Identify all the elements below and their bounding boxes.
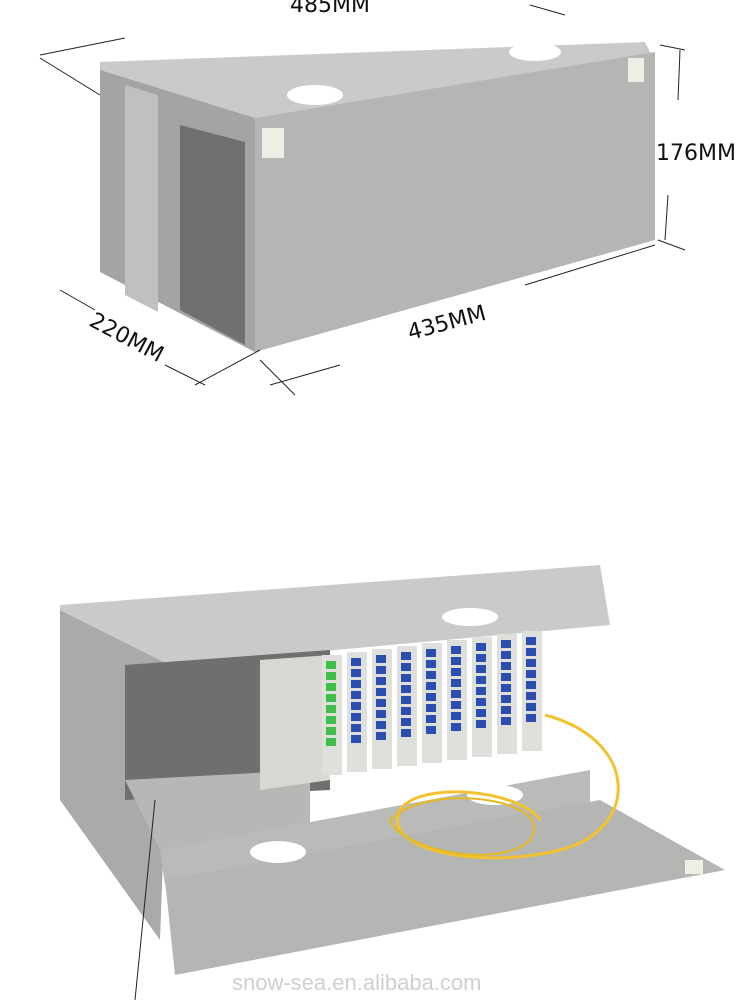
fiber-adapter bbox=[376, 688, 386, 696]
fiber-adapter bbox=[351, 658, 361, 666]
fiber-adapter bbox=[326, 672, 336, 680]
fiber-adapter bbox=[401, 718, 411, 726]
fiber-adapter bbox=[451, 657, 461, 665]
dimension-lines bbox=[39, 4, 686, 396]
adapter-panel bbox=[322, 631, 542, 775]
fiber-adapter bbox=[476, 698, 486, 706]
fiber-adapter bbox=[376, 666, 386, 674]
fiber-adapter bbox=[501, 717, 511, 725]
fiber-adapter bbox=[401, 663, 411, 671]
fiber-adapter bbox=[351, 669, 361, 677]
fiber-adapter bbox=[326, 716, 336, 724]
fiber-adapter bbox=[376, 732, 386, 740]
fiber-adapter bbox=[526, 692, 536, 700]
fiber-adapter bbox=[376, 677, 386, 685]
fiber-adapter bbox=[351, 691, 361, 699]
watermark: snow-sea.en.alibaba.com bbox=[232, 970, 481, 995]
fiber-adapter bbox=[476, 676, 486, 684]
fiber-adapter bbox=[526, 681, 536, 689]
height-dimension-label: 176MM bbox=[656, 141, 736, 166]
fiber-adapter bbox=[451, 668, 461, 676]
fiber-adapter bbox=[451, 701, 461, 709]
fiber-adapter bbox=[476, 643, 486, 651]
fiber-adapter bbox=[426, 671, 436, 679]
fiber-adapter bbox=[376, 655, 386, 663]
fiber-adapter bbox=[451, 723, 461, 731]
width-dimension-label: 485MM bbox=[290, 0, 370, 18]
fiber-adapter bbox=[326, 738, 336, 746]
fiber-adapter bbox=[326, 683, 336, 691]
fiber-adapter bbox=[526, 648, 536, 656]
fiber-adapter bbox=[351, 702, 361, 710]
fiber-adapter bbox=[376, 710, 386, 718]
fiber-adapter bbox=[401, 652, 411, 660]
fiber-adapter bbox=[501, 662, 511, 670]
fiber-adapter bbox=[401, 729, 411, 737]
fiber-adapter bbox=[351, 713, 361, 721]
fiber-adapter bbox=[501, 640, 511, 648]
fiber-adapter bbox=[526, 714, 536, 722]
fiber-adapter bbox=[426, 693, 436, 701]
fiber-adapter bbox=[451, 646, 461, 654]
fiber-adapter bbox=[326, 727, 336, 735]
depth-dimension-label: 220MM bbox=[85, 308, 167, 368]
fiber-adapter bbox=[501, 673, 511, 681]
fiber-adapter bbox=[451, 679, 461, 687]
fiber-adapter bbox=[426, 704, 436, 712]
fiber-adapter bbox=[476, 709, 486, 717]
fiber-adapter bbox=[326, 661, 336, 669]
fiber-adapter bbox=[526, 659, 536, 667]
fiber-adapter bbox=[326, 694, 336, 702]
fiber-adapter bbox=[526, 637, 536, 645]
fiber-adapter bbox=[376, 721, 386, 729]
fiber-adapter bbox=[476, 654, 486, 662]
fiber-adapter bbox=[476, 665, 486, 673]
fiber-adapter bbox=[451, 712, 461, 720]
fiber-adapter bbox=[526, 703, 536, 711]
fiber-adapter bbox=[351, 735, 361, 743]
fiber-adapter bbox=[401, 674, 411, 682]
fiber-adapter bbox=[401, 707, 411, 715]
fiber-adapter bbox=[426, 660, 436, 668]
fiber-adapter bbox=[501, 651, 511, 659]
fiber-adapter bbox=[426, 726, 436, 734]
fiber-adapter bbox=[351, 724, 361, 732]
fiber-adapter bbox=[501, 706, 511, 714]
fiber-adapter bbox=[476, 687, 486, 695]
fiber-adapter bbox=[426, 682, 436, 690]
fiber-adapter bbox=[326, 705, 336, 713]
closed-enclosure bbox=[100, 42, 655, 352]
fiber-adapter bbox=[376, 699, 386, 707]
fiber-adapter bbox=[426, 715, 436, 723]
fiber-adapter bbox=[476, 720, 486, 728]
fiber-adapter bbox=[526, 670, 536, 678]
fiber-adapter bbox=[426, 649, 436, 657]
fiber-adapter bbox=[401, 685, 411, 693]
length-dimension-label: 435MM bbox=[405, 301, 489, 346]
open-enclosure bbox=[60, 565, 725, 1000]
fiber-adapter bbox=[451, 690, 461, 698]
fiber-adapter bbox=[501, 695, 511, 703]
fiber-adapter bbox=[351, 680, 361, 688]
fiber-adapter bbox=[401, 696, 411, 704]
fiber-adapter bbox=[501, 684, 511, 692]
